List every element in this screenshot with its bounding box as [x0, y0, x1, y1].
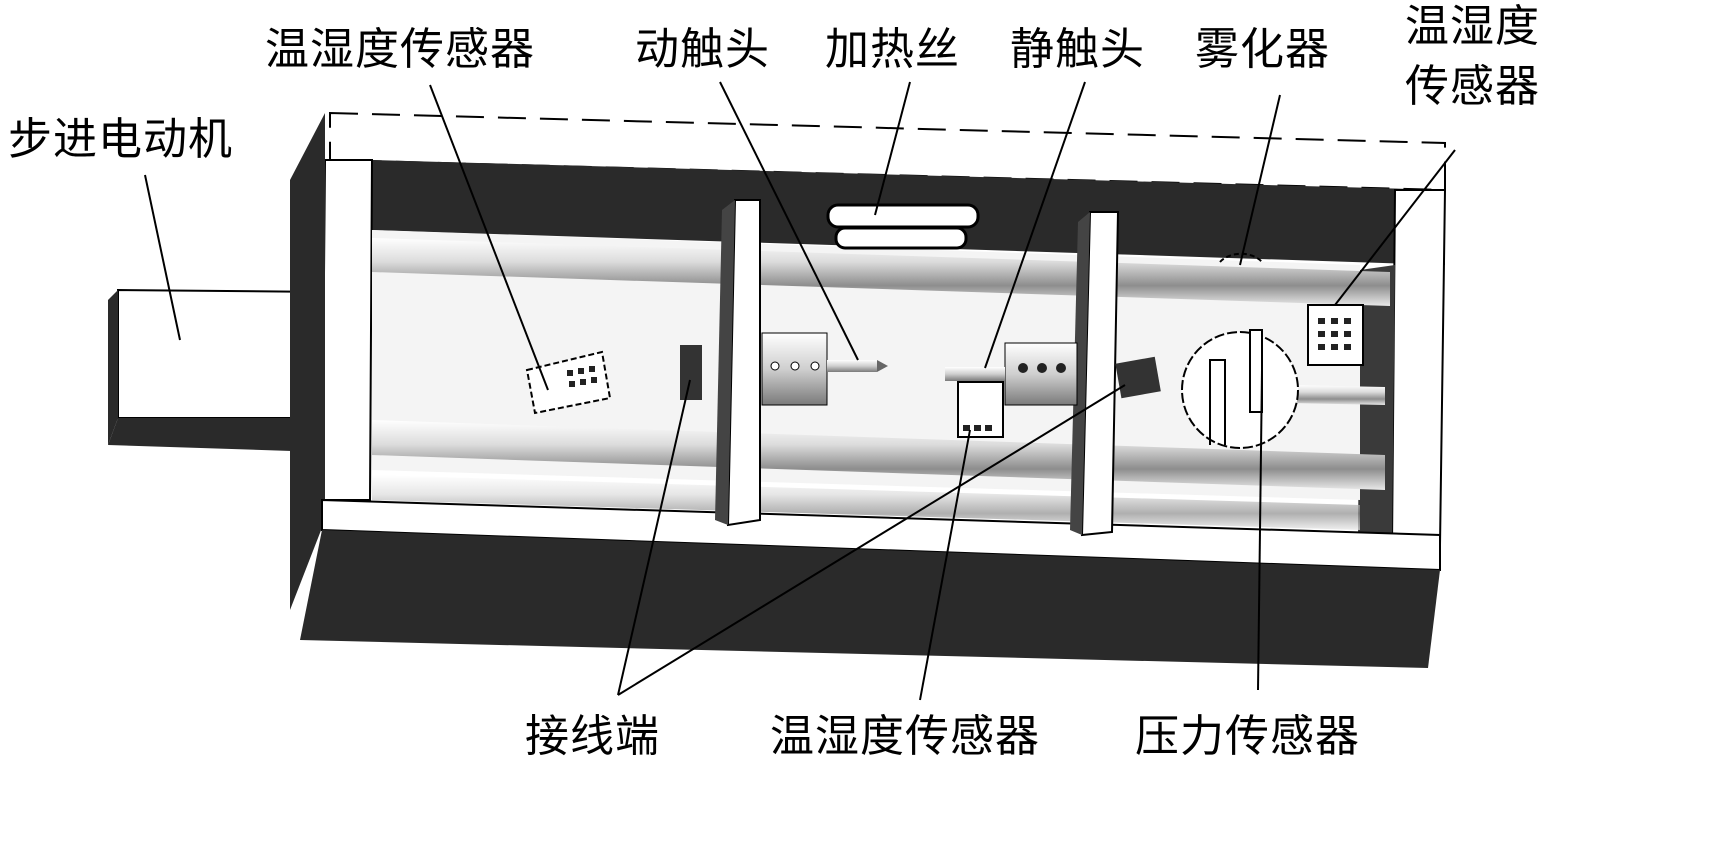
label-pressure-sensor: 压力传感器 [1135, 711, 1360, 762]
stepper-motor [108, 288, 331, 452]
label-th-sensor-right-line1: 温湿度 [1405, 1, 1540, 52]
label-heating-wire: 加热丝 [825, 24, 960, 75]
carriage-plates [715, 199, 1120, 537]
label-moving-contact: 动触头 [635, 24, 770, 75]
pressure-sensor [1181, 329, 1299, 449]
label-static-contact: 静触头 [1010, 24, 1145, 75]
label-th-sensor-left: 温湿度传感器 [265, 24, 535, 75]
label-th-sensor-right-line2: 传感器 [1405, 61, 1540, 112]
terminals [680, 345, 1161, 400]
atomizer [1219, 252, 1263, 263]
label-th-sensor-bottom: 温湿度传感器 [770, 711, 1040, 762]
heating-wire [826, 203, 980, 250]
static-contact [945, 342, 1078, 406]
label-stepper-motor: 步进电动机 [8, 114, 233, 165]
moving-contact [761, 332, 888, 406]
leader-lines [144, 81, 1456, 701]
th-sensors [525, 304, 1364, 438]
label-terminal: 接线端 [525, 711, 660, 762]
label-atomizer: 雾化器 [1195, 24, 1330, 75]
